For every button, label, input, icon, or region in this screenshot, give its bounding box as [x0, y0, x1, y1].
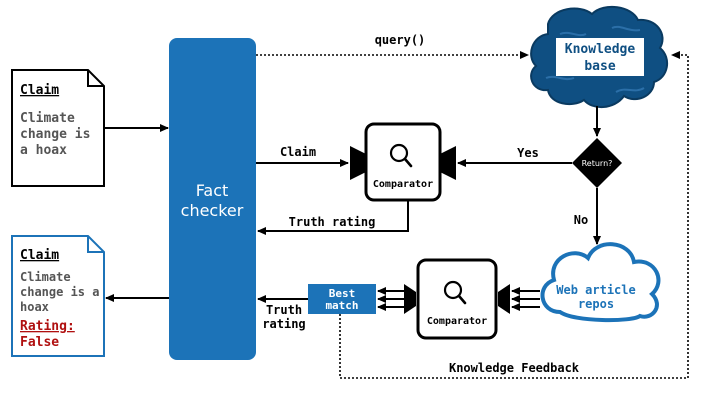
result-document-line-1: Climate — [20, 270, 71, 284]
fact-checker-block: Fact checker — [169, 38, 256, 360]
edge-knowledge-feedback — [339, 51, 689, 379]
rating-value: False — [20, 335, 59, 350]
claim-document-line-3: a hoax — [20, 143, 67, 158]
result-document-heading: Claim — [20, 248, 59, 263]
result-document-line-2: change is a — [20, 285, 99, 299]
best-match-label-2: match — [325, 299, 358, 312]
web-repos-label-2: repos — [578, 297, 614, 311]
comparator-bottom: Comparator — [404, 258, 510, 340]
return-decision: Return? — [572, 138, 622, 188]
comparator-bottom-label: Comparator — [427, 316, 487, 327]
knowledge-base-label-2: base — [584, 59, 615, 74]
magnifier-icon — [443, 280, 467, 305]
knowledge-base-label-1: Knowledge — [565, 42, 636, 57]
comparator-top-label: Comparator — [373, 179, 433, 190]
edge-label-truth-rating: Truth rating — [289, 215, 376, 229]
edge-label-truth-bottom-2: rating — [262, 317, 305, 331]
claim-document-line-1: Climate — [20, 111, 75, 126]
claim-document: Claim Climate change is a hoax — [11, 69, 105, 187]
edge-label-yes: Yes — [517, 146, 539, 160]
web-repos-label-1: Web article — [556, 283, 635, 297]
knowledge-base-brain: Knowledge base — [530, 5, 669, 108]
web-article-repos-cloud: Web article repos — [540, 242, 661, 323]
edge-truth-rating — [257, 200, 409, 235]
fact-checker-label-2: checker — [181, 201, 244, 220]
result-document: Claim Climate change is a hoax Rating: F… — [11, 235, 105, 357]
claim-document-line-2: change is — [20, 127, 90, 142]
fact-checker-label-1: Fact — [196, 181, 229, 200]
best-match-label-1: Best — [329, 287, 356, 300]
edge-label-no: No — [574, 213, 588, 227]
edge-label-feedback: Knowledge Feedback — [449, 361, 580, 375]
result-document-line-3: hoax — [20, 300, 49, 314]
claim-document-heading: Claim — [20, 83, 59, 98]
best-match-box: Best match — [308, 284, 376, 314]
return-decision-label: Return? — [582, 159, 613, 168]
rating-label: Rating: — [20, 319, 75, 334]
edge-label-truth-bottom-1: Truth — [266, 303, 302, 317]
magnifier-icon — [389, 143, 413, 168]
comparator-top: Comparator — [350, 122, 456, 202]
edge-repos-to-comparator — [511, 287, 540, 311]
edge-label-claim: Claim — [280, 145, 316, 159]
edge-label-query: query() — [375, 33, 426, 47]
edge-comparator-to-best-match — [377, 287, 404, 311]
